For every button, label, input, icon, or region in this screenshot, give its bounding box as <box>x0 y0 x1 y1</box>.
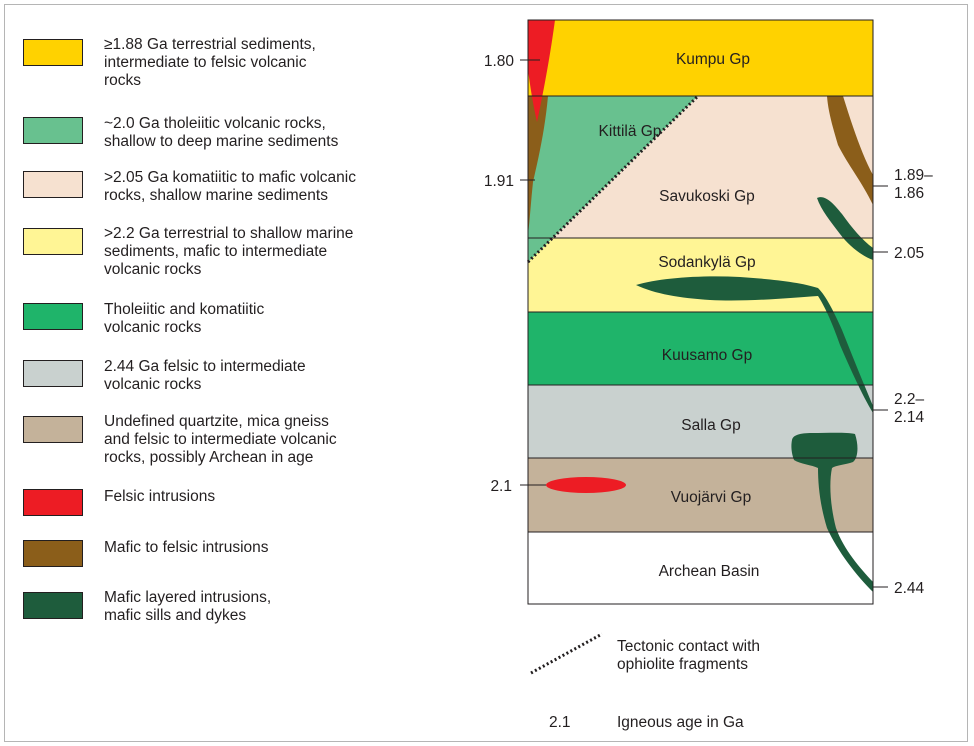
age-left-191: 1.91 <box>484 173 514 190</box>
unit-label-kuusamo: Kuusamo Gp <box>662 347 752 364</box>
age-right-244: 2.44 <box>894 580 925 597</box>
tectonic-note-line-2: ophiolite fragments <box>617 656 748 673</box>
tectonic-note-line-1: Tectonic contact with <box>617 638 760 655</box>
age-right-189-186-a: 1.89– <box>894 167 933 184</box>
age-right-22-214-a: 2.2– <box>894 391 925 408</box>
igneous-age-note: Igneous age in Ga <box>617 714 744 731</box>
unit-label-salla: Salla Gp <box>681 417 740 434</box>
age-right-205: 2.05 <box>894 245 924 262</box>
unit-label-vuojarvi: Vuojärvi Gp <box>671 489 751 506</box>
unit-label-savukoski: Savukoski Gp <box>659 188 755 205</box>
age-right-22-214-b: 2.14 <box>894 409 925 426</box>
unit-label-kittila: Kittilä Gp <box>599 123 662 140</box>
unit-label-archean-basin: Archean Basin <box>659 563 760 580</box>
felsic-intrusion-vuojarvi <box>546 477 626 493</box>
age-left-21: 2.1 <box>490 478 512 495</box>
age-right-189-186-b: 1.86 <box>894 185 924 202</box>
age-left-180: 1.80 <box>484 53 515 70</box>
igneous-age-symbol: 2.1 <box>549 714 571 731</box>
right-age-ticks <box>873 186 888 587</box>
unit-label-sodankyla: Sodankylä Gp <box>658 254 755 271</box>
tectonic-contact-symbol <box>531 634 602 673</box>
unit-label-kumpu: Kumpu Gp <box>676 51 750 68</box>
